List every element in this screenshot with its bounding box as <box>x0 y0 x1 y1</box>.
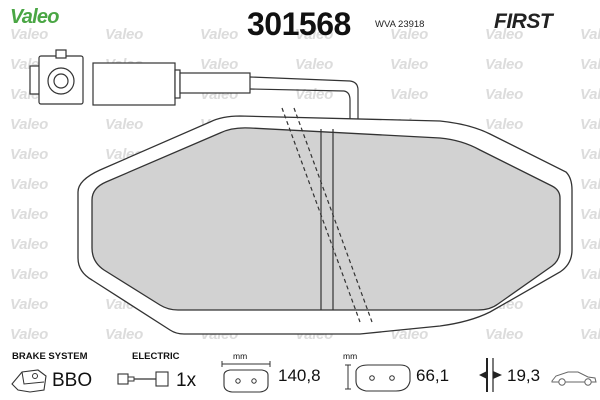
wear-indicator-wire <box>281 107 373 323</box>
width-value: 140,8 <box>278 366 321 385</box>
height-value: 66,1 <box>416 366 450 385</box>
height-unit: mm <box>343 351 358 361</box>
wear-sensor-icon <box>117 371 169 387</box>
width-unit: mm <box>233 351 248 361</box>
thickness-dimension-icon <box>479 358 502 392</box>
thickness-value: 19,3 <box>507 366 541 385</box>
product-line-logo: FIRST <box>494 10 553 33</box>
vehicle-icon <box>551 371 597 386</box>
electric-value: 1x <box>176 370 197 391</box>
height-dimension-icon <box>345 364 411 392</box>
electric-label: ELECTRIC <box>132 351 180 362</box>
width-dimension-icon <box>221 361 271 393</box>
brake-system-label: BRAKE SYSTEM <box>12 351 88 362</box>
part-number: 301568 <box>247 6 351 42</box>
friction-lining <box>91 127 561 311</box>
wva-number: WVA 23918 <box>375 19 425 30</box>
caliper-icon <box>11 369 47 393</box>
brake-system-value: BBO <box>52 370 93 391</box>
lining-slot <box>320 129 334 310</box>
sensor-connector <box>29 49 359 135</box>
brake-pad-drawing <box>29 49 573 335</box>
brand-logo: Valeo <box>10 6 59 28</box>
